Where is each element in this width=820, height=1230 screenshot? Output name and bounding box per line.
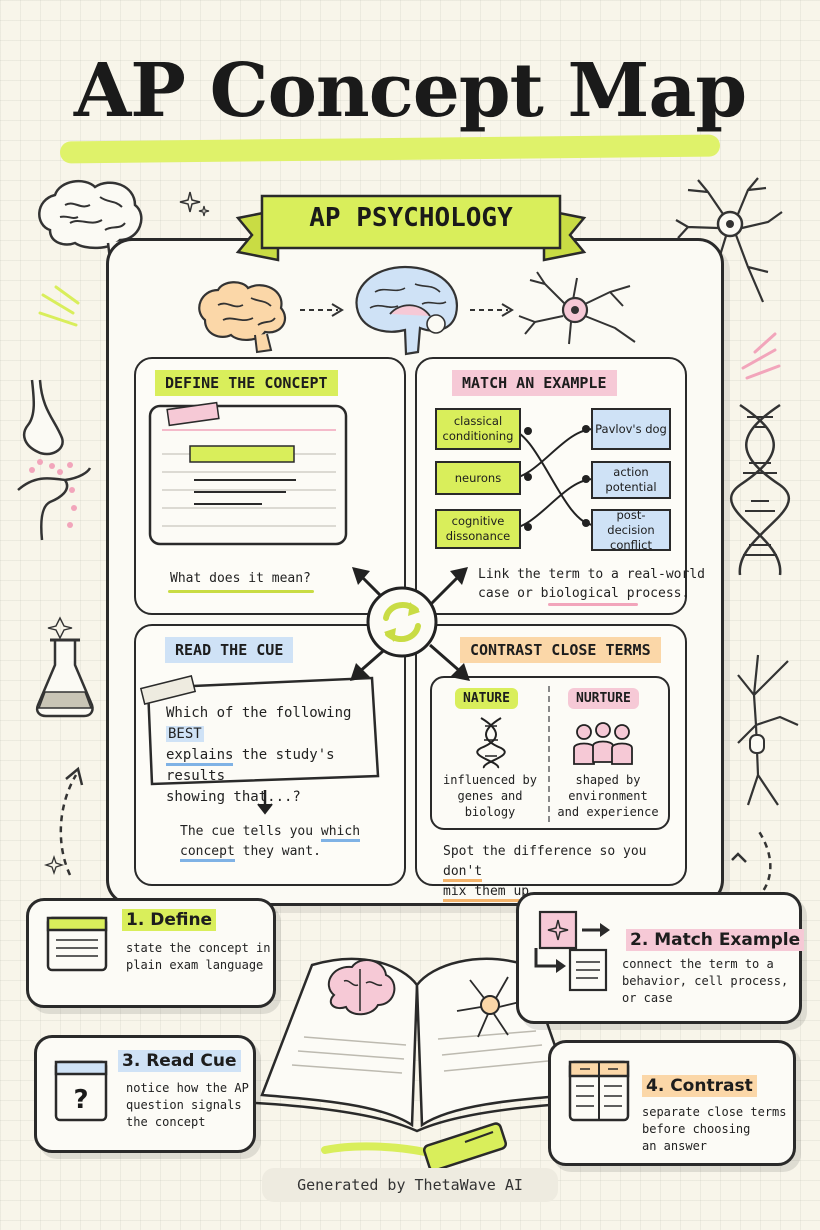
define-tag: DEFINE THE CONCEPT	[155, 370, 338, 396]
match-example-1: Pavlov's dog	[591, 408, 671, 450]
columns-icon	[568, 1060, 630, 1122]
cue-question-line-2: the study's results	[166, 747, 335, 784]
step-define-desc-line-1: state the concept in	[126, 941, 271, 955]
cue-question-line-1: Which of the following	[166, 705, 352, 721]
step-define-desc-line-2: plain exam language	[126, 958, 264, 972]
nurture-desc-line-2: environment	[568, 789, 648, 803]
match-caption-line-2: case or biological process.	[478, 586, 690, 601]
step-cue-desc-line-1: notice how the AP	[126, 1081, 249, 1095]
sparkle-icon	[179, 191, 210, 217]
cue-question-line-3: showing that...?	[166, 789, 301, 805]
neuron-pink-icon	[518, 271, 636, 345]
people-group-icon	[573, 722, 633, 765]
match-example-3: post-decision conflict	[591, 508, 671, 552]
notepad-icon	[46, 916, 108, 972]
nurture-desc-line-3: and experience	[557, 805, 659, 819]
neuron-branch-icon	[737, 654, 799, 806]
nurture-label: NURTURE	[568, 688, 639, 709]
footer-credit: Generated by ThetaWave AI	[262, 1168, 558, 1202]
ribbon-title: AP PSYCHOLOGY	[309, 203, 513, 233]
step-match-desc-line-2: behavior, cell process,	[622, 974, 789, 988]
question-card	[139, 675, 380, 786]
ribbon-banner	[235, 194, 587, 262]
contrast-caption-dont: don't	[443, 864, 483, 882]
step-match-desc: connect the term to a behavior, cell pro…	[622, 956, 788, 1007]
highlighter-icon	[321, 1122, 508, 1172]
step-contrast-desc-line-2: before choosing	[642, 1122, 751, 1136]
note-card-icon	[148, 401, 348, 546]
match-caption-underline	[548, 603, 638, 606]
center-arrows	[350, 567, 470, 681]
dashed-arrow-2-icon	[470, 303, 514, 317]
step-define-title: 1. Define	[122, 909, 217, 931]
brain-cross-section-icon	[355, 265, 459, 356]
contrast-tag: CONTRAST CLOSE TERMS	[460, 637, 661, 663]
define-caption-underline	[168, 590, 314, 593]
contrast-divider	[548, 686, 550, 822]
down-arrow-icon	[257, 790, 273, 815]
title-highlight	[59, 134, 721, 164]
step-cue-desc-line-3: the concept	[126, 1115, 206, 1129]
question-icon: ?	[54, 1060, 108, 1122]
step-match-desc-line-1: connect the term to a	[622, 957, 774, 971]
contrast-caption-part-2: mix them up.	[443, 884, 537, 902]
step-match-title: 2. Match Example	[626, 929, 805, 951]
nature-desc-line-3: biology	[464, 805, 516, 819]
match-term-3: cognitive dissonance	[435, 509, 521, 549]
step-contrast-desc-line-1: separate close terms	[642, 1105, 787, 1119]
match-term-2: neurons	[435, 461, 521, 495]
nurture-desc: shaped by environment and experience	[554, 772, 662, 820]
synapse-doodle-icon	[17, 379, 92, 541]
cycle-hub-icon	[366, 586, 438, 658]
match-caption-line-1: Link the term to a real-world	[478, 567, 705, 582]
step-cue-title: 3. Read Cue	[118, 1050, 241, 1072]
contrast-caption-part-1: Spot the difference so you	[443, 844, 647, 859]
step-contrast-desc: separate close terms before choosing an …	[642, 1104, 787, 1155]
cue-caption-concept: concept	[180, 844, 235, 862]
curved-arrow-left-icon	[43, 766, 84, 876]
nurture-desc-line-1: shaped by	[575, 773, 641, 787]
nature-desc-line-1: influenced by	[443, 773, 537, 787]
cue-caption-part-1: The cue tells you	[180, 824, 321, 839]
dna-small-icon	[476, 717, 506, 769]
match-tag: MATCH AN EXAMPLE	[452, 370, 617, 396]
cue-caption-part-2: they want.	[234, 844, 321, 859]
cue-caption-which: which	[320, 824, 361, 842]
dna-doodle-icon	[730, 403, 790, 576]
dashed-arrow-1-icon	[300, 303, 344, 317]
define-caption: What does it mean?	[170, 571, 311, 586]
cue-keyword-explains: explains	[166, 747, 234, 766]
flask-icon	[35, 616, 94, 718]
cue-keyword-best: BEST	[166, 726, 204, 742]
neuron-doodle-icon	[675, 177, 783, 303]
brain-orange-icon	[198, 281, 287, 354]
step-cue-desc-line-2: question signals	[126, 1098, 242, 1112]
step-match-desc-line-3: or case	[622, 991, 673, 1005]
pink-dashes-icon	[741, 332, 781, 380]
cue-question: Which of the following BEST explains the…	[166, 703, 376, 808]
nature-label: NATURE	[455, 688, 518, 709]
step-cue-desc: notice how the AP question signals the c…	[126, 1080, 249, 1131]
step-contrast-desc-line-3: an answer	[642, 1139, 708, 1153]
match-example-2: action potential	[591, 461, 671, 499]
cue-tag: READ THE CUE	[165, 637, 294, 663]
match-swap-icon	[534, 910, 610, 992]
step-define-desc: state the concept in plain exam language	[126, 940, 271, 974]
match-term-1: classical conditioning	[435, 408, 521, 450]
page-title: AP Concept Map	[73, 48, 747, 134]
nature-desc: influenced by genes and biology	[438, 772, 542, 820]
yellow-dashes-icon	[38, 285, 80, 327]
svg-text:?: ?	[73, 1085, 88, 1115]
contrast-caption: Spot the difference so you don't mix the…	[443, 842, 673, 902]
cue-caption: The cue tells you which concept they wan…	[180, 822, 380, 862]
curved-arrow-right-icon	[731, 829, 772, 907]
nature-desc-line-2: genes and	[457, 789, 523, 803]
step-contrast-title: 4. Contrast	[642, 1075, 757, 1097]
